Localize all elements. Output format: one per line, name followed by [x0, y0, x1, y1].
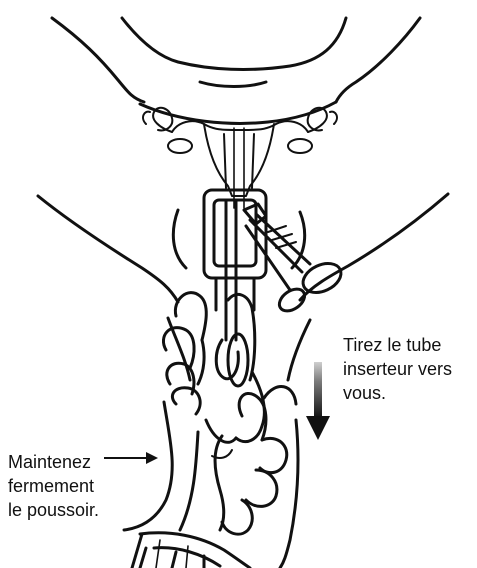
- hold-instruction-line-2: fermement: [8, 474, 99, 498]
- pull-instruction-line-2: inserteur vers: [343, 357, 452, 381]
- inserter-tube: [216, 200, 248, 386]
- tenaculum: [244, 204, 346, 315]
- right-hand: [180, 387, 296, 535]
- abdomen-outline: [52, 18, 420, 123]
- hold-instruction-label: Maintenez fermement le poussoir.: [8, 450, 99, 522]
- left-hand: [124, 293, 264, 530]
- down-arrow-icon: [306, 362, 330, 440]
- pull-instruction-line-1: Tirez le tube: [343, 333, 452, 357]
- sleeve: [132, 533, 250, 568]
- left-arrow-icon: [104, 452, 158, 464]
- pull-instruction-line-3: vous.: [343, 381, 452, 405]
- pull-instruction-label: Tirez le tube inserteur vers vous.: [343, 333, 452, 405]
- hold-instruction-line-1: Maintenez: [8, 450, 99, 474]
- hold-instruction-line-3: le poussoir.: [8, 498, 99, 522]
